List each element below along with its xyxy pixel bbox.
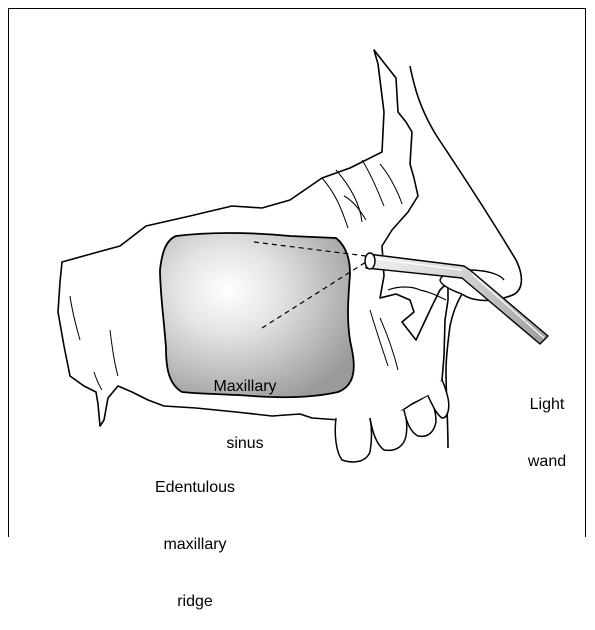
maxilla-illustration [0, 0, 595, 537]
light-wand-tip [365, 253, 375, 269]
label-edentulous-ridge: Edentulous maxillary ridge [140, 440, 250, 630]
upper-lip [446, 294, 462, 448]
label-ridge-line3: ridge [140, 592, 250, 611]
label-light-wand-line1: Light [512, 395, 582, 414]
label-ridge-line2: maxillary [140, 535, 250, 554]
tooth-molar [335, 418, 371, 462]
label-maxillary-sinus-line1: Maxillary [200, 377, 290, 396]
label-ridge-line1: Edentulous [140, 478, 250, 497]
label-light-wand: Light wand [512, 357, 582, 490]
label-light-wand-line2: wand [512, 452, 582, 471]
